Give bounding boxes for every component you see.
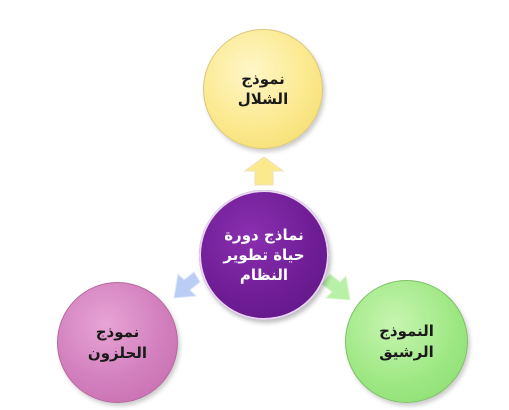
node-spiral-label: نموذج الحلزون [87, 323, 148, 362]
node-agile-label: النموذج الرشيق [379, 322, 434, 361]
arrow-left-icon [173, 271, 201, 299]
node-waterfall-label: نموذج الشلال [237, 69, 289, 108]
node-center-label: نماذج دورة حياة تطوير النظام [223, 225, 305, 285]
arrow-up-icon [243, 156, 285, 186]
node-waterfall-model: نموذج الشلال [203, 29, 323, 149]
node-spiral-model: نموذج الحلزون [57, 282, 178, 403]
node-sdlc-models-center: نماذج دورة حياة تطوير النظام [199, 190, 329, 320]
node-agile-model: النموذج الرشيق [345, 280, 468, 403]
arrow-right-icon [321, 273, 351, 301]
